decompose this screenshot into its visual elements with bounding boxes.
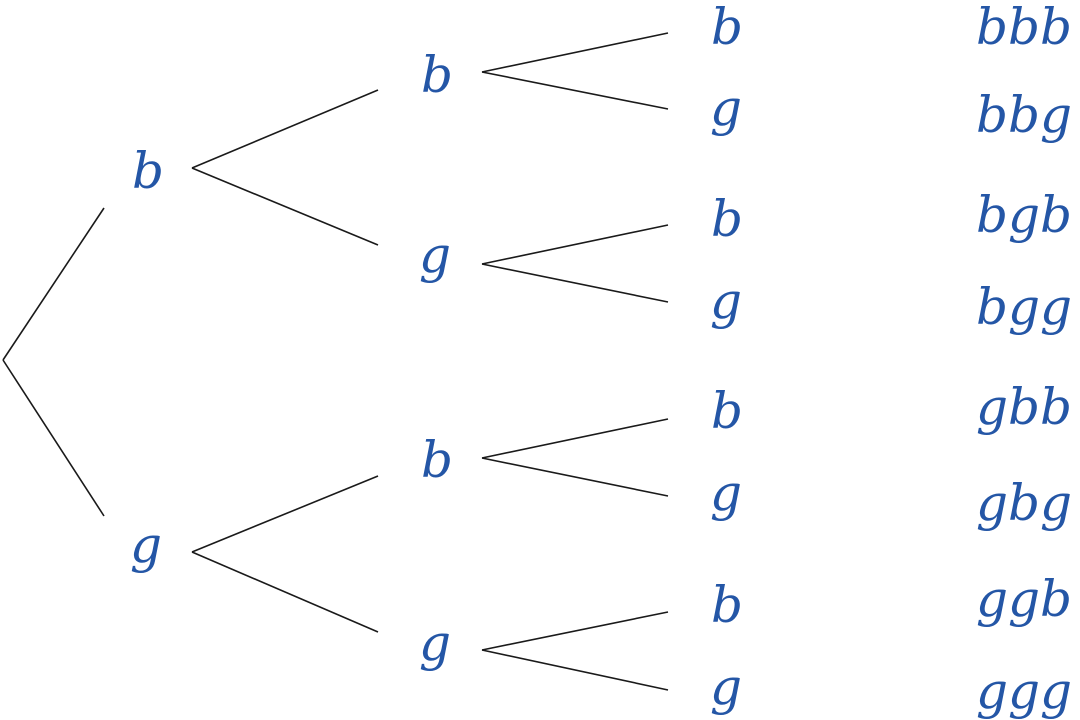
node-level3-bg-b: b	[711, 190, 743, 248]
node-level3-gb-g: g	[710, 464, 742, 522]
outcome-bbb: bbb	[976, 0, 1072, 56]
node-level2-g-g: g	[419, 614, 451, 672]
node-level2-b-g: g	[419, 226, 451, 284]
branch-gg-g	[481, 649, 669, 691]
outcome-gbg: gbg	[976, 474, 1072, 532]
outcome-gbb: gbb	[976, 378, 1072, 436]
outcome-bgb: bgb	[976, 186, 1072, 244]
branch-gb-g	[481, 457, 669, 497]
node-level3-bg-g: g	[710, 272, 742, 330]
node-level2-g-b: b	[421, 431, 453, 489]
branch-gb-b	[481, 418, 669, 459]
node-level3-gg-g: g	[710, 658, 742, 716]
outcome-ggg: ggg	[976, 662, 1072, 720]
node-level3-bb-g: g	[710, 79, 742, 137]
outcome-bbg: bbg	[976, 86, 1072, 144]
outcome-bgg: bgg	[976, 278, 1072, 336]
branch-g-g	[191, 551, 379, 633]
branch-root-g	[2, 359, 105, 517]
branch-bb-g	[481, 71, 669, 110]
node-level1-b: b	[132, 142, 164, 200]
branch-bg-g	[481, 263, 669, 303]
branch-b-g	[191, 167, 379, 246]
branch-gg-b	[481, 611, 669, 651]
node-level3-gb-b: b	[711, 382, 743, 440]
branch-bg-b	[481, 224, 669, 265]
node-level3-bb-b: b	[711, 0, 743, 56]
branch-g-b	[191, 475, 379, 553]
branch-root-b	[2, 207, 105, 361]
branch-b-b	[191, 89, 379, 169]
branch-bb-b	[481, 32, 669, 73]
node-level2-b-b: b	[421, 46, 453, 104]
node-level1-g: g	[130, 516, 162, 574]
node-level3-gg-b: b	[711, 576, 743, 634]
outcome-ggb: ggb	[976, 570, 1072, 628]
